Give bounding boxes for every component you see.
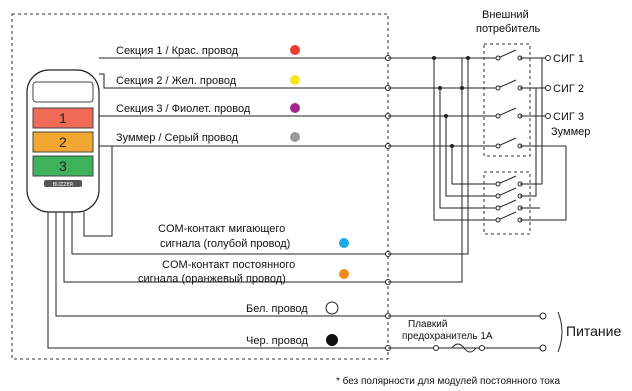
power-bracket [557,311,563,353]
signal-label-buzzer: Зуммер [551,126,590,138]
tower-cap [32,81,94,103]
power-label: Питание [566,323,621,339]
white-wire-label: Бел. провод [246,303,308,315]
device-boundary [11,13,389,360]
buzzer-label: BUZZER [53,182,74,188]
footnote: * без полярности для модулей постоянного… [336,375,560,387]
white-wire-dot [325,301,339,315]
com-steady-color-dot [339,269,349,279]
signal-label-2: СИГ 2 [553,83,584,95]
lamp-wires [47,57,388,349]
fuse-label-line1: Плавкий [408,319,447,330]
fuse-label-line2: предохранитель 1А [402,331,493,342]
tier-2-label: 2 [59,134,67,150]
wire-label-4: Зуммер / Серый провод [116,132,239,144]
tier-1-label: 1 [59,110,67,126]
wire-label-2: Секция 2 / Жел. провод [116,75,237,87]
buzzer-grille [44,180,82,187]
wire-color-dot-1 [290,45,300,55]
tier-3-label: 3 [59,158,67,174]
consumer-title-line2: потребитель [476,23,541,35]
consumer-title-line1: Внешний [482,9,529,21]
wire-label-3: Секция 3 / Фиолет. провод [116,103,251,115]
external-wiring [388,56,567,353]
com-steady-line1: COM-контакт постоянного [162,259,295,271]
tier-2 [32,131,94,153]
signal-label-1: СИГ 1 [553,53,584,65]
black-wire-label: Чер. провод [246,335,308,347]
black-wire-dot [326,334,338,346]
tier-3 [32,155,94,177]
signal-label-3: СИГ 3 [553,111,584,123]
com-flash-line1: COM-контакт мигающего [158,223,285,235]
relay-group-bottom [483,171,531,235]
wire-color-dot-2 [290,75,300,85]
wire-color-dot-3 [290,103,300,113]
com-steady-line2: сигнала (оранжевый провод) [138,273,286,285]
wire-label-1: Секция 1 / Крас. провод [116,45,239,57]
com-flash-color-dot [339,238,349,248]
wire-color-dot-4 [290,132,300,142]
tier-1 [32,107,94,129]
relay-group-top [483,43,531,157]
signal-tower: 1 2 3 BUZZER [26,69,100,213]
com-flash-line2: сигнала (голубой провод) [160,238,290,250]
